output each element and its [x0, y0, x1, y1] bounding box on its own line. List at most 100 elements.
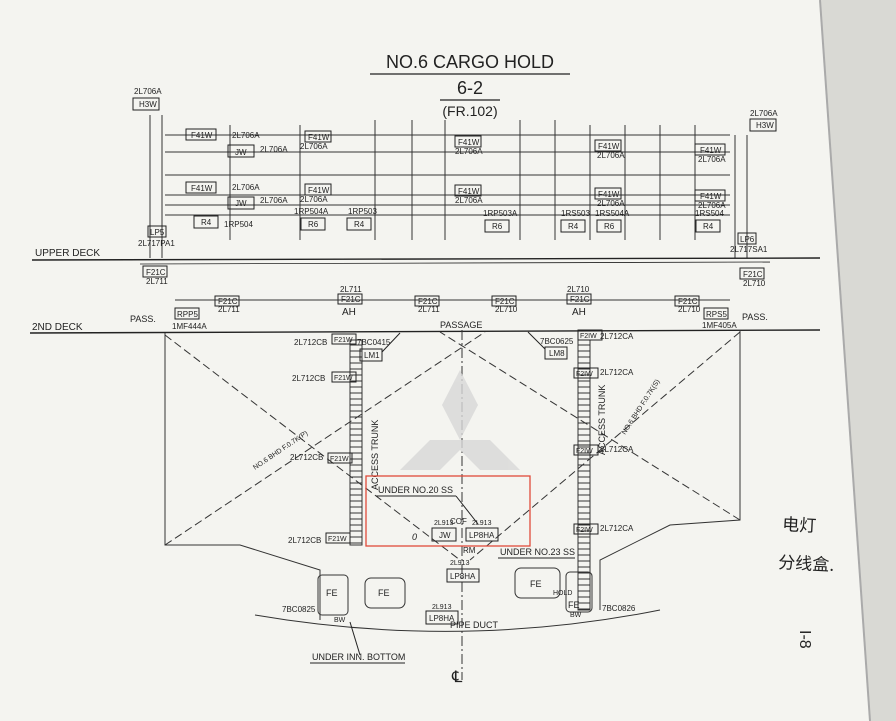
pipe-duct-label: PIPE DUCT [450, 620, 499, 630]
lp5-ref: 2L717PA1 [138, 239, 175, 248]
svg-text:R6: R6 [492, 222, 503, 231]
under-inn-leader [349, 621, 361, 656]
bw-right: BW [570, 612, 582, 619]
lp5-label: LP5 [150, 228, 165, 237]
svg-text:1RP503: 1RP503 [348, 207, 377, 216]
fe-left-2: FE [378, 588, 390, 598]
jw-label: JW [235, 199, 247, 208]
svg-text:F21W: F21W [328, 536, 347, 543]
top-left-box [132, 97, 160, 111]
lp8ha-bottom-label: LP8HA [429, 614, 455, 623]
svg-text:2L710: 2L710 [743, 279, 766, 288]
fixture-label: F41W [700, 192, 722, 201]
pass-left: PASS. [130, 314, 156, 324]
lm1-box [359, 348, 383, 362]
circuit-913-d: 2L913 [432, 604, 452, 611]
fixture-row-3: R4 1RP504 1RP504A R6 1RP503 R4 1RP503A R… [193, 207, 724, 233]
passage-label: PASSAGE [440, 320, 482, 330]
fixture-label: F41W [598, 190, 620, 199]
fe-left-1: FE [326, 588, 338, 598]
highlight-box [365, 475, 531, 547]
rpp5-label: RPP5 [177, 310, 198, 319]
circuit-label: 2L706A [597, 199, 625, 208]
fixture-label: F41W [700, 146, 722, 155]
zero-mark: 0 [412, 532, 417, 542]
svg-text:2L712CB: 2L712CB [290, 453, 323, 462]
svg-text:F2IW: F2IW [576, 527, 593, 534]
svg-text:F21W: F21W [334, 337, 353, 344]
svg-text:2L712CB: 2L712CB [288, 536, 321, 545]
upper-deck-line [31, 257, 821, 261]
svg-text:1RP503A: 1RP503A [483, 209, 518, 218]
right-ladder [577, 339, 591, 611]
lm8-label: LM8 [549, 349, 565, 358]
lm8-box [544, 346, 568, 360]
rpp5-box [174, 307, 200, 320]
circuit-label: 2L706A [455, 196, 483, 205]
second-deck-line [29, 329, 821, 334]
fe-right-1: FE [530, 579, 542, 589]
handwritten-note-2: 分线盒. [778, 553, 835, 576]
upper-deck-line-2 [139, 261, 771, 265]
jw-box-center [431, 527, 457, 542]
circuit-label: 2L706A [300, 195, 328, 204]
mf-left: 1MF444A [172, 322, 207, 331]
rps5-box [703, 307, 729, 320]
top-right-ref: 2L706A [750, 109, 778, 118]
lp6-label: LP6 [740, 235, 755, 244]
svg-text:F21W: F21W [334, 375, 353, 382]
upper-deck-label: UPPER DECK [35, 248, 100, 259]
circuit-label: 2L706A [232, 131, 260, 140]
svg-text:F21C: F21C [743, 270, 763, 279]
second-deck-label: 2ND DECK [32, 322, 83, 333]
centerline-mark: ℄ [451, 669, 463, 686]
jw-label: JW [235, 148, 247, 157]
circuit-label: 2L706A [260, 196, 288, 205]
ah-right: AH [572, 307, 586, 318]
bc-right: 7BC0826 [602, 604, 636, 613]
under-20-label: UNDER NO.20 SS [378, 485, 453, 495]
svg-text:2L712CA: 2L712CA [600, 524, 634, 533]
lp6-ref: 2L717SA1 [730, 245, 768, 254]
fixture-label: F41W [191, 184, 213, 193]
svg-text:F21C: F21C [418, 297, 438, 306]
under-23-label: UNDER NO.23 SS [500, 547, 575, 557]
handwritten-note-1: 电灯 [782, 515, 817, 537]
bw-left: BW [334, 617, 346, 624]
page-number: I-8 [796, 630, 813, 649]
lp8ha-box-bottom [425, 610, 459, 625]
top-left-ref: 2L706A [134, 87, 162, 96]
circuit-label: 2L706A [232, 183, 260, 192]
fixture-row-1: F41W 2L706A JW 2L706A F41W 2L706A F41W 2… [185, 128, 726, 164]
svg-text:2L712CA: 2L712CA [600, 445, 634, 454]
mf-right: 1MF405A [702, 321, 737, 330]
svg-text:F21C: F21C [218, 297, 238, 306]
svg-text:F21W: F21W [330, 456, 349, 463]
fixture-label: F41W [191, 131, 213, 140]
top-right-box-label: H3W [756, 121, 774, 130]
circuit-label: 2L706A [455, 147, 483, 156]
hold-outline [164, 330, 741, 680]
svg-text:2L712CB: 2L712CB [292, 374, 325, 383]
svg-text:1RS503: 1RS503 [561, 209, 590, 218]
circuit-label: 2L706A [698, 201, 726, 210]
fe-right-2: FE [568, 600, 580, 610]
ah-left: AH [342, 307, 356, 318]
lm8-leader [527, 331, 546, 350]
paper [0, 0, 870, 721]
bottom-equipment [317, 567, 593, 616]
frame-label: (FR.102) [442, 103, 497, 119]
watermark-logo [400, 370, 520, 470]
svg-text:R6: R6 [604, 222, 615, 231]
access-trunk-right: ACCESS TRUNK [597, 385, 607, 455]
top-right-box [749, 118, 777, 132]
rps5-label: RPS5 [706, 310, 727, 319]
lp8ha-center-label: LP8HA [469, 531, 495, 540]
svg-text:2L711: 2L711 [218, 305, 240, 314]
svg-text:R4: R4 [354, 220, 365, 229]
cof-label: COF [450, 517, 467, 526]
page-title: NO.6 CARGO HOLD [386, 52, 554, 72]
svg-text:F2IW: F2IW [576, 448, 593, 455]
left-ladder [349, 339, 363, 546]
